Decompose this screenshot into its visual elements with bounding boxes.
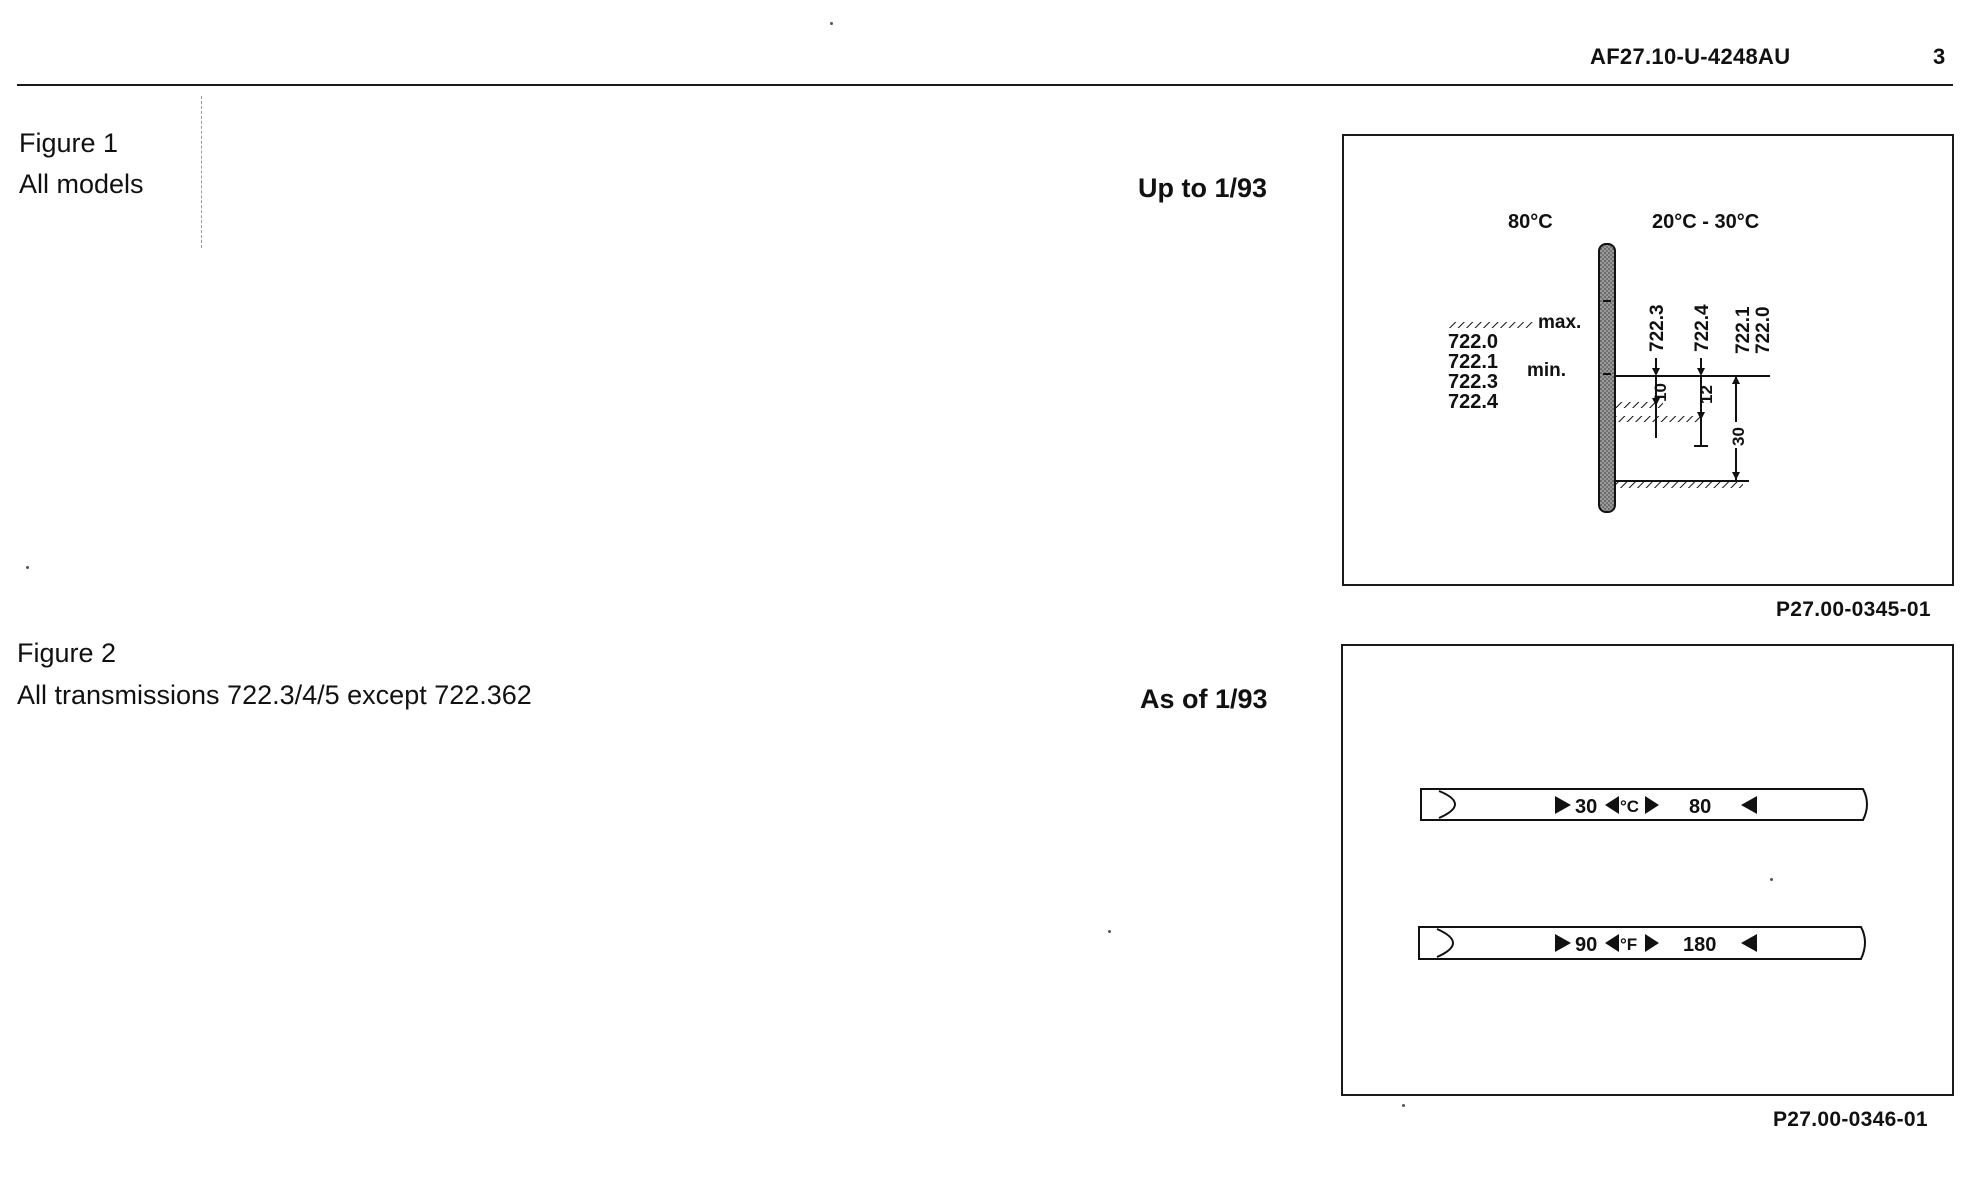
scan-speck — [26, 566, 29, 569]
left-model-3: 722.4 — [1448, 391, 1499, 413]
triangle-right-icon — [1645, 796, 1659, 814]
figure1-validity: Up to 1/93 — [1138, 173, 1268, 203]
scan-speck — [1402, 1104, 1405, 1107]
figure2-title: Figure 2 — [17, 638, 117, 668]
header-rule — [17, 84, 1953, 86]
dim-10-label: 10 — [1651, 383, 1670, 402]
document-code: AF27.10-U-4248AU — [1590, 44, 1791, 69]
figure1-diagram: 80°C 20°C - 30°C max. min. 722.0 722.1 7… — [1342, 134, 1954, 586]
max-mark-label: max. — [1538, 312, 1581, 333]
right-model-722-4: 722.4 — [1692, 304, 1713, 352]
figure1-image-ref: P27.00-0345-01 — [1776, 598, 1931, 621]
fahrenheit-high: 180 — [1683, 934, 1716, 956]
figure2-diagram: 30 °C 80 90 °F 180 — [1341, 644, 1954, 1096]
right-model-722-0: 722.0 — [1753, 306, 1774, 354]
left-model-1: 722.1 — [1448, 351, 1498, 373]
max-level-hatch — [1448, 322, 1534, 328]
triangle-right-icon — [1555, 796, 1571, 814]
figure2-applies-to: All transmissions 722.3/4/5 except 722.3… — [17, 680, 532, 710]
triangle-left-icon — [1605, 796, 1619, 814]
dipstick-celsius: 30 °C 80 — [1420, 788, 1868, 821]
dim-30-label: 30 — [1729, 427, 1748, 446]
triangle-left-icon — [1741, 934, 1757, 952]
page-number: 3 — [1933, 44, 1946, 69]
scan-speck — [830, 22, 833, 25]
figure2-validity: As of 1/93 — [1140, 684, 1268, 714]
triangle-right-icon — [1555, 934, 1571, 952]
figure1-title: Figure 1 — [19, 128, 119, 158]
celsius-high: 80 — [1689, 796, 1711, 818]
left-model-0: 722.0 — [1448, 331, 1498, 353]
min-mark-label: min. — [1527, 360, 1566, 381]
fahrenheit-unit: °F — [1620, 935, 1637, 954]
dipstick-blade — [1598, 243, 1616, 513]
temp-label-20-30c: 20°C - 30°C — [1652, 211, 1759, 233]
triangle-left-icon — [1605, 934, 1619, 952]
dipstick-scales-diagram: 30 °C 80 90 °F 180 — [1418, 788, 1868, 960]
triangle-left-icon — [1741, 796, 1757, 814]
figure1-applies-to: All models — [19, 169, 144, 199]
right-model-722-1: 722.1 — [1733, 306, 1754, 354]
dim-12-label: 12 — [1697, 385, 1716, 404]
fahrenheit-low: 90 — [1575, 934, 1597, 956]
left-model-2: 722.3 — [1448, 371, 1498, 393]
celsius-low: 30 — [1575, 796, 1597, 818]
figure2-image-ref: P27.00-0346-01 — [1773, 1108, 1928, 1131]
dipstick-level-diagram: 80°C 20°C - 30°C max. min. 722.0 722.1 7… — [1448, 211, 1774, 513]
scan-speck — [1108, 930, 1111, 933]
celsius-unit: °C — [1620, 797, 1639, 816]
dipstick-fahrenheit: 90 °F 180 — [1418, 926, 1866, 960]
column-divider — [201, 96, 203, 248]
right-model-722-3: 722.3 — [1647, 304, 1668, 352]
temp-label-80c: 80°C — [1508, 211, 1553, 233]
scan-speck — [1770, 878, 1773, 881]
triangle-right-icon — [1645, 934, 1659, 952]
